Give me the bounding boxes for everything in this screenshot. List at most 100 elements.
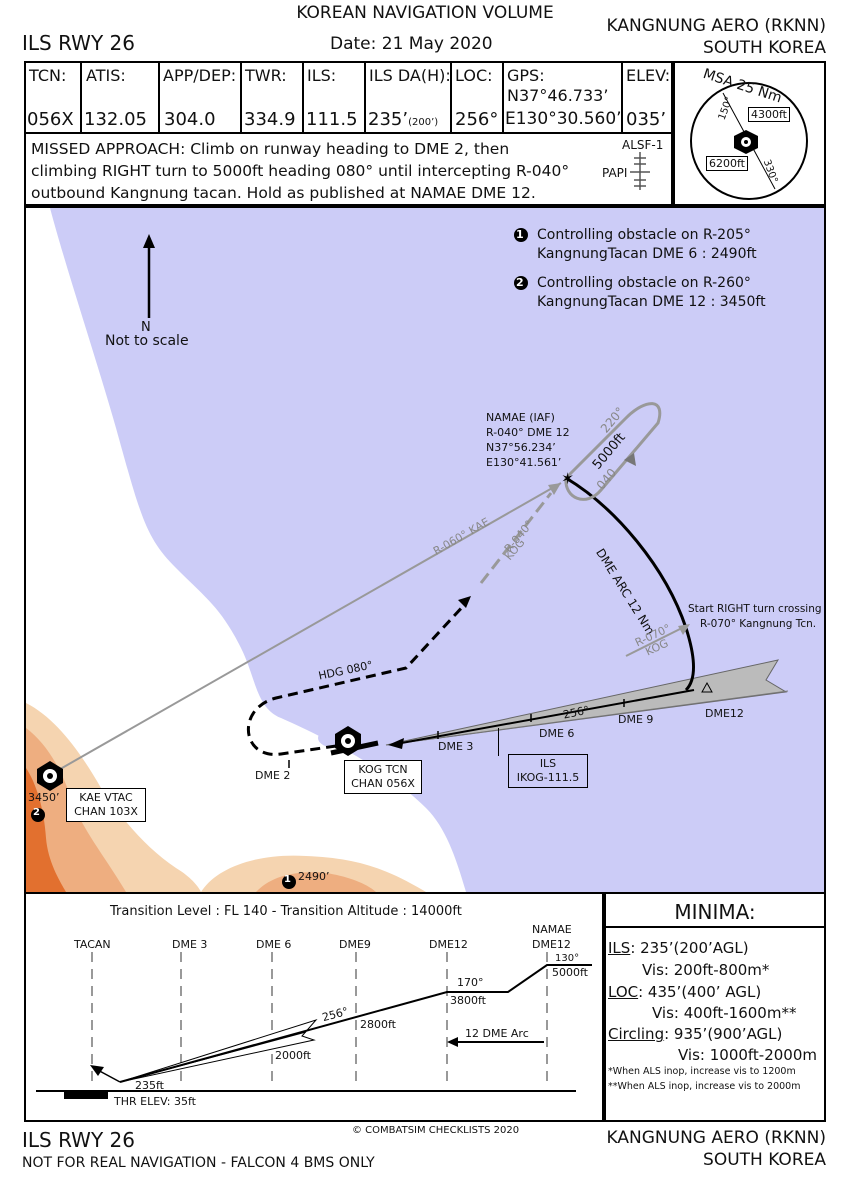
namae-label-1: NAMAE (IAF)	[486, 411, 555, 424]
alt-2000: 2000ft	[275, 1049, 311, 1062]
alt-2800: 2800ft	[360, 1018, 396, 1031]
lake	[264, 663, 288, 693]
terrain-west-inner	[26, 768, 66, 892]
papi-label: PAPI	[602, 166, 628, 180]
dme6-label: DME 6	[539, 727, 575, 740]
minima-note-2: **When ALS inop, increase vis to 2000m	[608, 1081, 801, 1092]
minima-circling-value: : 935’(900’AGL)	[664, 1025, 783, 1043]
footer-disclaimer: NOT FOR REAL NAVIGATION - FALCON 4 BMS O…	[22, 1155, 375, 1171]
obstacle-2-icon	[31, 808, 45, 822]
runway-profile	[64, 1092, 108, 1099]
da-value-text: 235’	[368, 109, 409, 130]
gps-lat: N37°46.733’	[507, 86, 609, 105]
transition-text: Transition Level : FL 140 - Transition A…	[110, 904, 462, 919]
r070-line	[625, 625, 687, 657]
hold-arrow	[624, 453, 636, 466]
footer-airport: KANGNUNG AERO (RKNN)	[606, 1128, 826, 1148]
kae-label-1: KAE VTAC	[79, 791, 133, 804]
twr-value: 334.9	[244, 109, 296, 130]
crs-170: 170°	[457, 976, 484, 989]
note-1-line-2: KangnungTacan DME 6 : 2490ft	[537, 246, 757, 262]
missed-approach-arrow	[458, 596, 471, 608]
note-2-line-1: Controlling obstacle on R-260°	[537, 275, 751, 291]
land-area	[26, 208, 466, 892]
airport-name: KANGNUNG AERO (RKNN)	[606, 16, 826, 36]
note-1-number: 1	[516, 228, 524, 241]
obstacle-1-altitude: 2490’	[298, 870, 330, 883]
appdep-label: APP/DEP:	[163, 66, 237, 85]
tcn-value: 056X	[27, 109, 74, 130]
minima-loc-label: LOC	[608, 983, 639, 1001]
procedure-title: ILS RWY 26	[22, 31, 135, 55]
north-arrow-head	[143, 234, 155, 248]
kog-tacan-label-box: KOG TCN CHAN 056X	[344, 760, 422, 794]
minima-ils-vis: Vis: 200ft-800m*	[642, 961, 770, 979]
kae-vtac-icon	[37, 761, 63, 791]
obstacle-1-number: 1	[284, 874, 291, 885]
msa-alt-4300: 4300ft	[748, 107, 790, 122]
chart-date: Date: 21 May 2020	[330, 34, 493, 54]
glidepath	[119, 964, 592, 1083]
ils-label-2: IKOG-111.5	[516, 771, 580, 784]
gs-feather	[119, 1018, 318, 1083]
namae-fix-icon: ✶	[561, 469, 574, 488]
atis-label: ATIS:	[86, 66, 126, 85]
alt-3800: 3800ft	[450, 994, 486, 1007]
start-turn-label-1: Start RIGHT turn crossing	[688, 603, 822, 615]
atis-value: 132.05	[84, 109, 147, 130]
minima-ils-value: : 235’(200’AGL)	[630, 939, 749, 957]
obstacle-2-number: 2	[33, 807, 40, 818]
alsf-label: ALSF-1	[622, 138, 664, 152]
col-namae-2: DME12	[532, 938, 571, 951]
namae-label-4: E130°41.561’	[486, 456, 562, 469]
note-1-icon	[514, 228, 528, 242]
kog-label-1: KOG TCN	[358, 763, 408, 776]
alt-235: 235ft	[135, 1079, 164, 1092]
obstacle-2-altitude: 3450’	[28, 791, 60, 804]
lighting-icon	[630, 152, 650, 190]
gps-label: GPS:	[507, 66, 545, 85]
da-value: 235’(200’)	[368, 109, 438, 130]
plan-map: ✶	[26, 208, 824, 892]
not-to-scale: Not to scale	[105, 333, 189, 349]
kog-label-2: CHAN 056X	[351, 777, 415, 790]
final-approach-arrow	[388, 738, 404, 749]
kog-tacan-icon	[335, 726, 361, 756]
kae-label-2: CHAN 103X	[74, 805, 138, 818]
final-approach-track	[395, 689, 695, 745]
dme12-label: DME12	[705, 707, 744, 720]
footer-copyright: © COMBATSIM CHECKLISTS 2020	[352, 1125, 520, 1136]
dme3-label: DME 3	[438, 740, 474, 753]
holding-pattern	[564, 402, 662, 501]
appdep-value: 304.0	[164, 109, 216, 130]
col-dme3: DME 3	[172, 938, 208, 951]
kae-radial-line	[47, 482, 562, 777]
arc-label: 12 DME Arc	[465, 1027, 529, 1040]
loc-label: LOC:	[455, 66, 493, 85]
thr-elev: THR ELEV: 35ft	[114, 1095, 196, 1108]
kae-radial-arrow	[548, 483, 561, 495]
ils-value: 111.5	[306, 109, 358, 130]
col-dme6: DME 6	[256, 938, 292, 951]
missed-approach-track	[247, 601, 468, 756]
col-tacan: TACAN	[74, 938, 111, 951]
r040-inbound-line	[479, 492, 553, 584]
gps-lon: E130°30.560’	[505, 109, 622, 129]
note-1-line-1: Controlling obstacle on R-205°	[537, 227, 751, 243]
tcn-label: TCN:	[29, 66, 67, 85]
da-value-agl: (200’)	[408, 117, 439, 128]
minima-loc-vis: Vis: 400ft-1600m**	[652, 1004, 797, 1022]
minima-block	[604, 892, 826, 1122]
dme-arc	[565, 476, 696, 692]
missed-line-2: climbing RIGHT turn to 5000ft heading 08…	[31, 162, 570, 180]
note-2-icon	[514, 276, 528, 290]
msa-alt-6200: 6200ft	[706, 156, 748, 171]
dme9-label: DME 9	[618, 713, 654, 726]
alt-5000: 5000ft	[552, 966, 588, 979]
msa-tacan-icon	[734, 130, 758, 154]
ils-label-1: ILS	[539, 757, 557, 770]
da-label: ILS DA(H):	[369, 66, 451, 85]
start-turn-label-2: R-070° Kangnung Tcn.	[700, 618, 817, 630]
minima-loc: LOC: 435’(400’ AGL)	[608, 983, 761, 1001]
namae-label-2: R-040° DME 12	[486, 426, 570, 439]
